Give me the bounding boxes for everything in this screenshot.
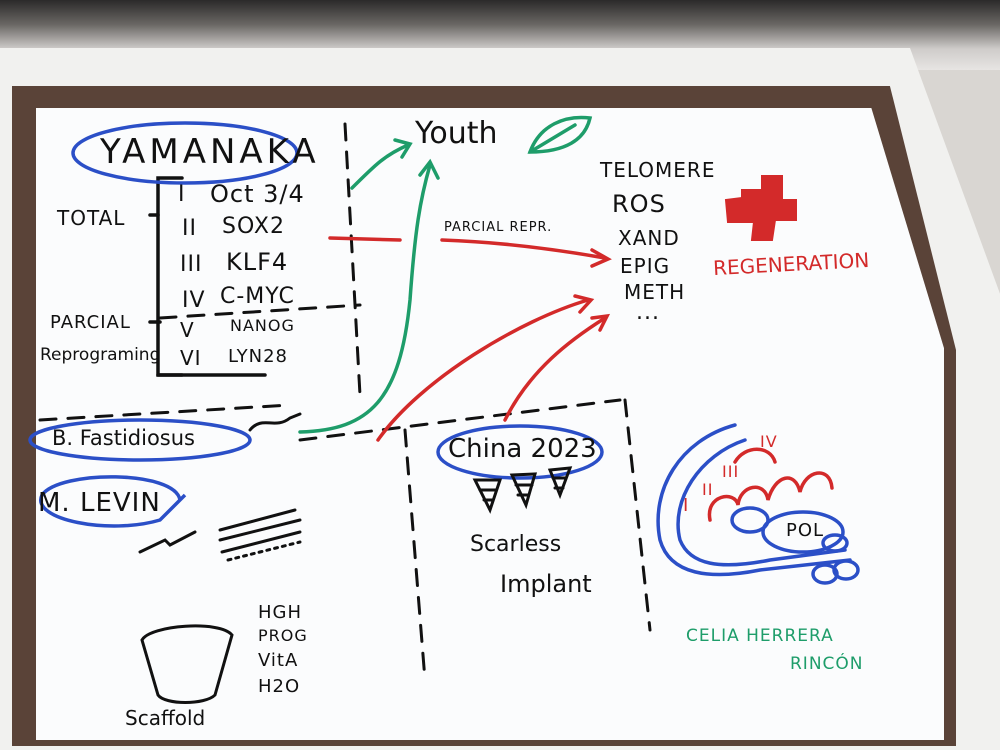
worm-icon bbox=[138, 530, 197, 554]
hallmark-xand: XAND bbox=[618, 226, 680, 250]
factor-name-4: C-MYC bbox=[220, 284, 295, 309]
diagram-numeral-2: II bbox=[702, 480, 714, 499]
author-line1: CELIA HERRERA bbox=[686, 626, 834, 646]
china-scarless: Scarless bbox=[470, 532, 562, 557]
red-cross-icon bbox=[724, 175, 797, 241]
youth-label: Youth bbox=[415, 116, 498, 151]
vertical-divider-middle bbox=[403, 428, 427, 682]
diagram-numeral-4: IV bbox=[760, 432, 778, 451]
factor-name-3: KLF4 bbox=[226, 248, 289, 276]
scaffold-item-h2o: H2O bbox=[258, 676, 301, 697]
factor-numeral-4: IV bbox=[182, 288, 206, 313]
hallmark-meth: METH bbox=[624, 280, 686, 304]
factor-numeral-2: II bbox=[182, 216, 197, 241]
partial-arrow-label: PARCIAL REPR. bbox=[444, 220, 553, 235]
yamanaka-title: YAMANAKA bbox=[100, 132, 320, 172]
reprogramming-label: Reprograming bbox=[40, 345, 161, 365]
factor-name-5: NANOG bbox=[230, 316, 295, 335]
diagram-numeral-3: III bbox=[722, 462, 740, 481]
bfastidiosus-label: B. Fastidiosus bbox=[52, 426, 195, 450]
factor-name-6: LYN28 bbox=[228, 346, 289, 367]
red-dash bbox=[328, 236, 402, 242]
cone-icon-2 bbox=[509, 472, 538, 510]
factor-numeral-5: V bbox=[180, 318, 195, 342]
cone-icon-3 bbox=[547, 466, 573, 500]
cone-icon-1 bbox=[472, 478, 503, 514]
hallmark-epig: EPIG bbox=[620, 254, 671, 278]
diagram-blue-arc-2 bbox=[676, 438, 847, 567]
partial-label: PARCIAL bbox=[50, 312, 131, 333]
scaffold-cup-icon bbox=[140, 624, 234, 704]
china-implant: Implant bbox=[500, 570, 592, 598]
mlevin-label: M. LEVIN bbox=[38, 488, 161, 518]
leaf-icon bbox=[527, 115, 593, 154]
red-arrow-middle bbox=[376, 298, 590, 442]
bfastidiosus-oval bbox=[28, 418, 252, 462]
mlevin-oval bbox=[39, 475, 187, 528]
factor-name-2: SOX2 bbox=[222, 214, 285, 239]
horizontal-divider-2 bbox=[298, 398, 622, 442]
pol-label: POL bbox=[786, 520, 825, 541]
yamanaka-oval bbox=[71, 121, 299, 185]
scaffold-label: Scaffold bbox=[125, 706, 206, 730]
scaffold-item-vita: VitA bbox=[258, 650, 299, 671]
green-arrow-long bbox=[298, 163, 432, 434]
scaffold-item-hgh: HGH bbox=[258, 602, 303, 623]
lines-icon bbox=[218, 508, 302, 554]
hallmark-ellipsis: ... bbox=[636, 300, 660, 325]
red-arrow-china bbox=[503, 316, 607, 422]
vertical-divider-right bbox=[623, 398, 652, 632]
yamanaka-bracket bbox=[148, 176, 267, 377]
green-arrow-top bbox=[350, 143, 410, 190]
diagram-blue-arc-1 bbox=[656, 423, 852, 577]
factor-numeral-6: VI bbox=[180, 346, 202, 370]
factor-numeral-1: I bbox=[178, 182, 186, 207]
factor-name-1: Oct 3/4 bbox=[210, 180, 305, 208]
partial-dashed-line bbox=[158, 303, 362, 320]
hallmark-ros: ROS bbox=[612, 190, 666, 218]
diagram-numeral-1: I bbox=[683, 495, 690, 516]
vertical-divider-top bbox=[343, 122, 362, 397]
horizontal-divider bbox=[38, 403, 292, 422]
hallmark-telomere: TELOMERE bbox=[600, 158, 716, 182]
factor-numeral-3: III bbox=[180, 252, 203, 277]
scaffold-item-prog: PROG bbox=[258, 626, 308, 645]
china-title: China 2023 bbox=[448, 434, 597, 464]
total-label: TOTAL bbox=[57, 206, 126, 230]
bacterium-squiggle bbox=[248, 412, 302, 432]
author-line2: RINCÓN bbox=[790, 654, 864, 674]
china-oval bbox=[436, 424, 604, 480]
red-arrow-partial bbox=[440, 238, 607, 260]
pol-oval bbox=[761, 510, 845, 554]
diagram-red-bumps bbox=[707, 447, 834, 522]
